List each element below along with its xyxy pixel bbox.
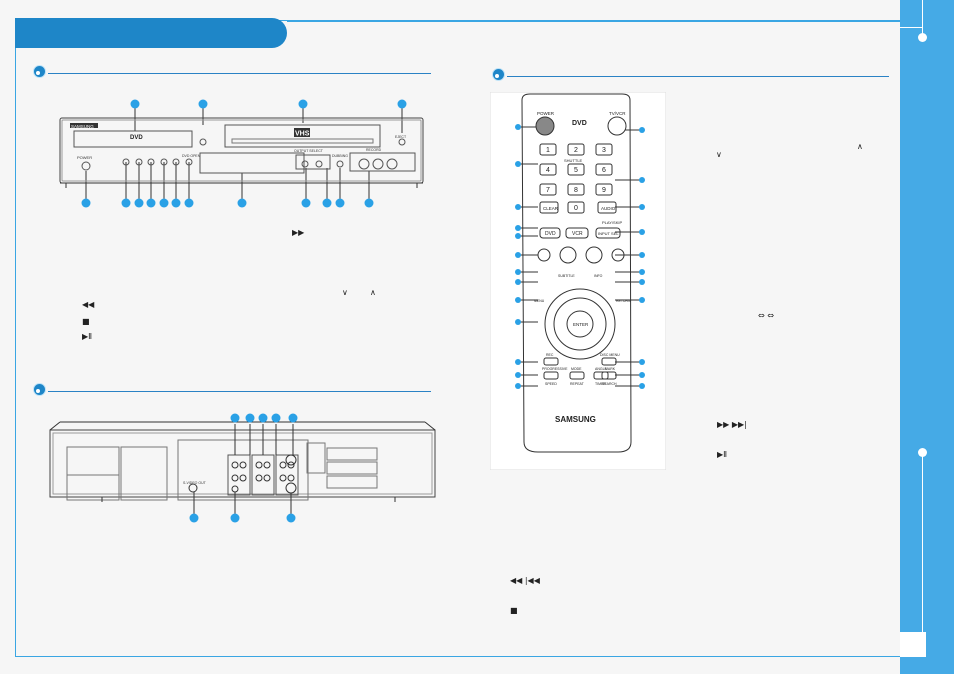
remote-power-label: POWER [537, 111, 555, 116]
remote-key-7: 7 [546, 187, 550, 194]
section-bullet [33, 65, 46, 78]
fast-forward-skip-icon: ▶▶ ▶▶| [717, 420, 747, 429]
chapter-title-tab [15, 18, 287, 48]
rear-s-video-label: S-VIDEO OUT [183, 481, 207, 485]
stop-icon: ■ [82, 317, 90, 326]
section-rule [48, 73, 431, 74]
front-dubbing-label: DUBBING [332, 154, 348, 158]
fast-forward-icon: ▶▶ [292, 228, 305, 237]
chevron-down-icon: ∨ [342, 288, 348, 297]
remote-brand-label: SAMSUNG [555, 415, 596, 424]
remote-key-4: 4 [546, 167, 550, 174]
side-band-dot-bottom [918, 448, 927, 457]
front-panel-diagram: SAMSUNG DVD VHS POWER OUTPUT SELECT DVD … [59, 99, 424, 208]
front-output-select-label: OUTPUT SELECT [294, 149, 324, 153]
remote-audio-label: AUDIO [601, 206, 616, 211]
remote-dvd-logo: DVD [572, 120, 587, 127]
remote-mark-label: MARK [605, 367, 616, 371]
remote-key-1: 1 [546, 147, 550, 154]
front-record-label: RECORD [366, 148, 382, 152]
front-brand-label: SAMSUNG [71, 124, 94, 129]
remote-vcr-button-label: VCR [572, 231, 583, 237]
section-rule [48, 391, 431, 392]
remote-return-label: RETURN [616, 299, 631, 303]
chevron-up-icon: ∧ [370, 288, 376, 297]
section-front-panel-heading [33, 65, 433, 79]
top-rule [287, 21, 902, 22]
remote-search-label: SEARCH [602, 382, 617, 386]
chevron-down-icon: ∨ [716, 150, 722, 159]
section-bullet [33, 383, 46, 396]
play-pause-icon: ▶Ⅱ [717, 450, 728, 459]
remote-dvd-button-label: DVD [545, 231, 556, 237]
side-band-line-bottom [922, 455, 923, 635]
remote-key-5: 5 [574, 167, 578, 174]
remote-key-9: 9 [602, 187, 606, 194]
front-eject-label: EJECT [395, 135, 407, 139]
remote-speed-label: SPEED [545, 382, 557, 386]
remote-key-6: 6 [602, 167, 606, 174]
chevron-up-icon: ∧ [857, 142, 863, 151]
remote-info-label: INFO [594, 274, 603, 278]
remote-menu-label: MENU [534, 299, 545, 303]
rear-panel-diagram: S-VIDEO OUT [49, 413, 436, 523]
remote-play-skip-label: PLAY/SKIP [602, 220, 622, 225]
left-right-arrows-icon: ⇔ ⇔ [758, 311, 774, 320]
page-frame [15, 20, 900, 657]
remote-shuttle-label: SHUTTLE [564, 158, 583, 163]
remote-progressive-label: PROGRESSIVE [542, 367, 568, 371]
remote-repeat-label: REPEAT [570, 382, 585, 386]
front-power-label: POWER [77, 155, 92, 160]
remote-key-0: 0 [574, 205, 578, 212]
remote-key-8: 8 [574, 187, 578, 194]
remote-rec-label: REC [546, 353, 554, 357]
remote-tv-vcr-label: TV/VCR [609, 111, 626, 116]
remote-key-2: 2 [574, 147, 578, 154]
front-vhs-logo: VHS [295, 131, 310, 138]
side-band-hook [900, 27, 923, 28]
rewind-icon: ◀◀ [82, 300, 95, 309]
section-rule [507, 76, 889, 77]
front-dvd-open-label: DVD OPEN [182, 154, 201, 158]
stop-icon: ■ [510, 606, 518, 615]
side-band-dot-top [918, 33, 927, 42]
remote-input-sel-label: INPUT SEL [598, 231, 619, 236]
remote-subtitle-label: SUBTITLE [558, 274, 575, 278]
side-band-line-top [922, 0, 923, 36]
remote-enter-label: ENTER [573, 322, 589, 327]
remote-diagram: POWER TV/VCR DVD 1 2 3 4 5 6 7 8 9 0 SHU… [490, 92, 666, 470]
remote-angle-label: ANGLE [595, 367, 608, 371]
remote-clear-label: CLEAR [543, 206, 559, 211]
rewind-skip-icon: ◀◀ |◀◀ [510, 576, 540, 585]
side-band [900, 0, 954, 674]
remote-mode-label: MODE [571, 367, 582, 371]
section-bullet [492, 68, 505, 81]
page-number-box [900, 632, 926, 657]
play-pause-icon: ▶Ⅱ [82, 332, 93, 341]
front-dvd-logo: DVD [130, 135, 143, 141]
remote-disc-menu-label: DISC MENU [600, 353, 620, 357]
remote-timer-label: TIMER [595, 382, 606, 386]
section-remote-heading [492, 68, 892, 82]
remote-key-3: 3 [602, 147, 606, 154]
section-rear-panel-heading [33, 383, 433, 397]
